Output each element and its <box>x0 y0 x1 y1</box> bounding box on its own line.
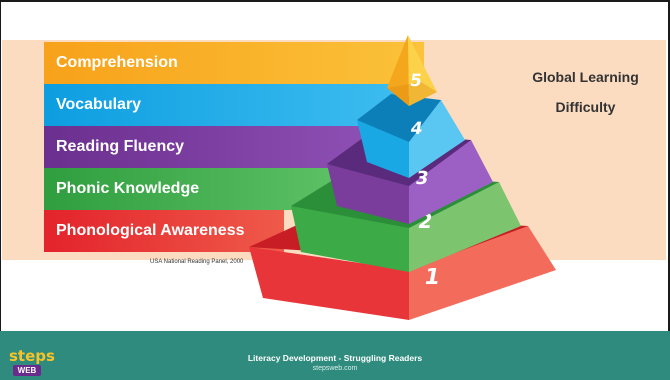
level-label: Phonic Knowledge <box>56 180 200 197</box>
level-label: Vocabulary <box>56 96 142 113</box>
side-title: Global Learning Difficulty <box>513 62 658 122</box>
level-bar-vocabulary: Vocabulary <box>44 84 394 126</box>
pyramid-graphic: 1 2 3 4 5 <box>249 35 556 320</box>
tier-number: 1 <box>422 264 442 290</box>
tier-number: 3 <box>414 168 430 189</box>
footer-title: Literacy Development - Struggling Reader… <box>247 353 423 363</box>
citation: USA National Reading Panel, 2000 <box>150 259 244 265</box>
footer-bar: steps WEB Literacy Development - Struggl… <box>0 331 670 380</box>
side-title-line1: Global Learning <box>532 69 639 85</box>
tier-number: 5 <box>408 71 423 91</box>
level-bar-phonological-awareness: Phonological Awareness <box>44 210 284 252</box>
pyramid-tier-5: 5 <box>387 35 437 106</box>
tier-number: 4 <box>409 119 424 139</box>
side-title-line2: Difficulty <box>555 99 616 115</box>
level-bar-phonic-knowledge: Phonic Knowledge <box>44 168 334 210</box>
steps-web-logo[interactable]: steps WEB <box>9 347 55 379</box>
level-bar-reading-fluency: Reading Fluency <box>44 126 364 168</box>
logo-text: steps <box>9 347 55 365</box>
level-bars: Comprehension Vocabulary Reading Fluency… <box>1 2 670 332</box>
level-label: Phonological Awareness <box>56 222 245 239</box>
pyramid-tier-4: 4 <box>357 94 465 178</box>
level-bar-comprehension: Comprehension <box>44 42 424 84</box>
level-label: Comprehension <box>56 54 178 71</box>
logo-sub: WEB <box>13 365 41 376</box>
footer-url[interactable]: stepsweb.com <box>312 365 358 372</box>
level-label: Reading Fluency <box>56 138 185 155</box>
